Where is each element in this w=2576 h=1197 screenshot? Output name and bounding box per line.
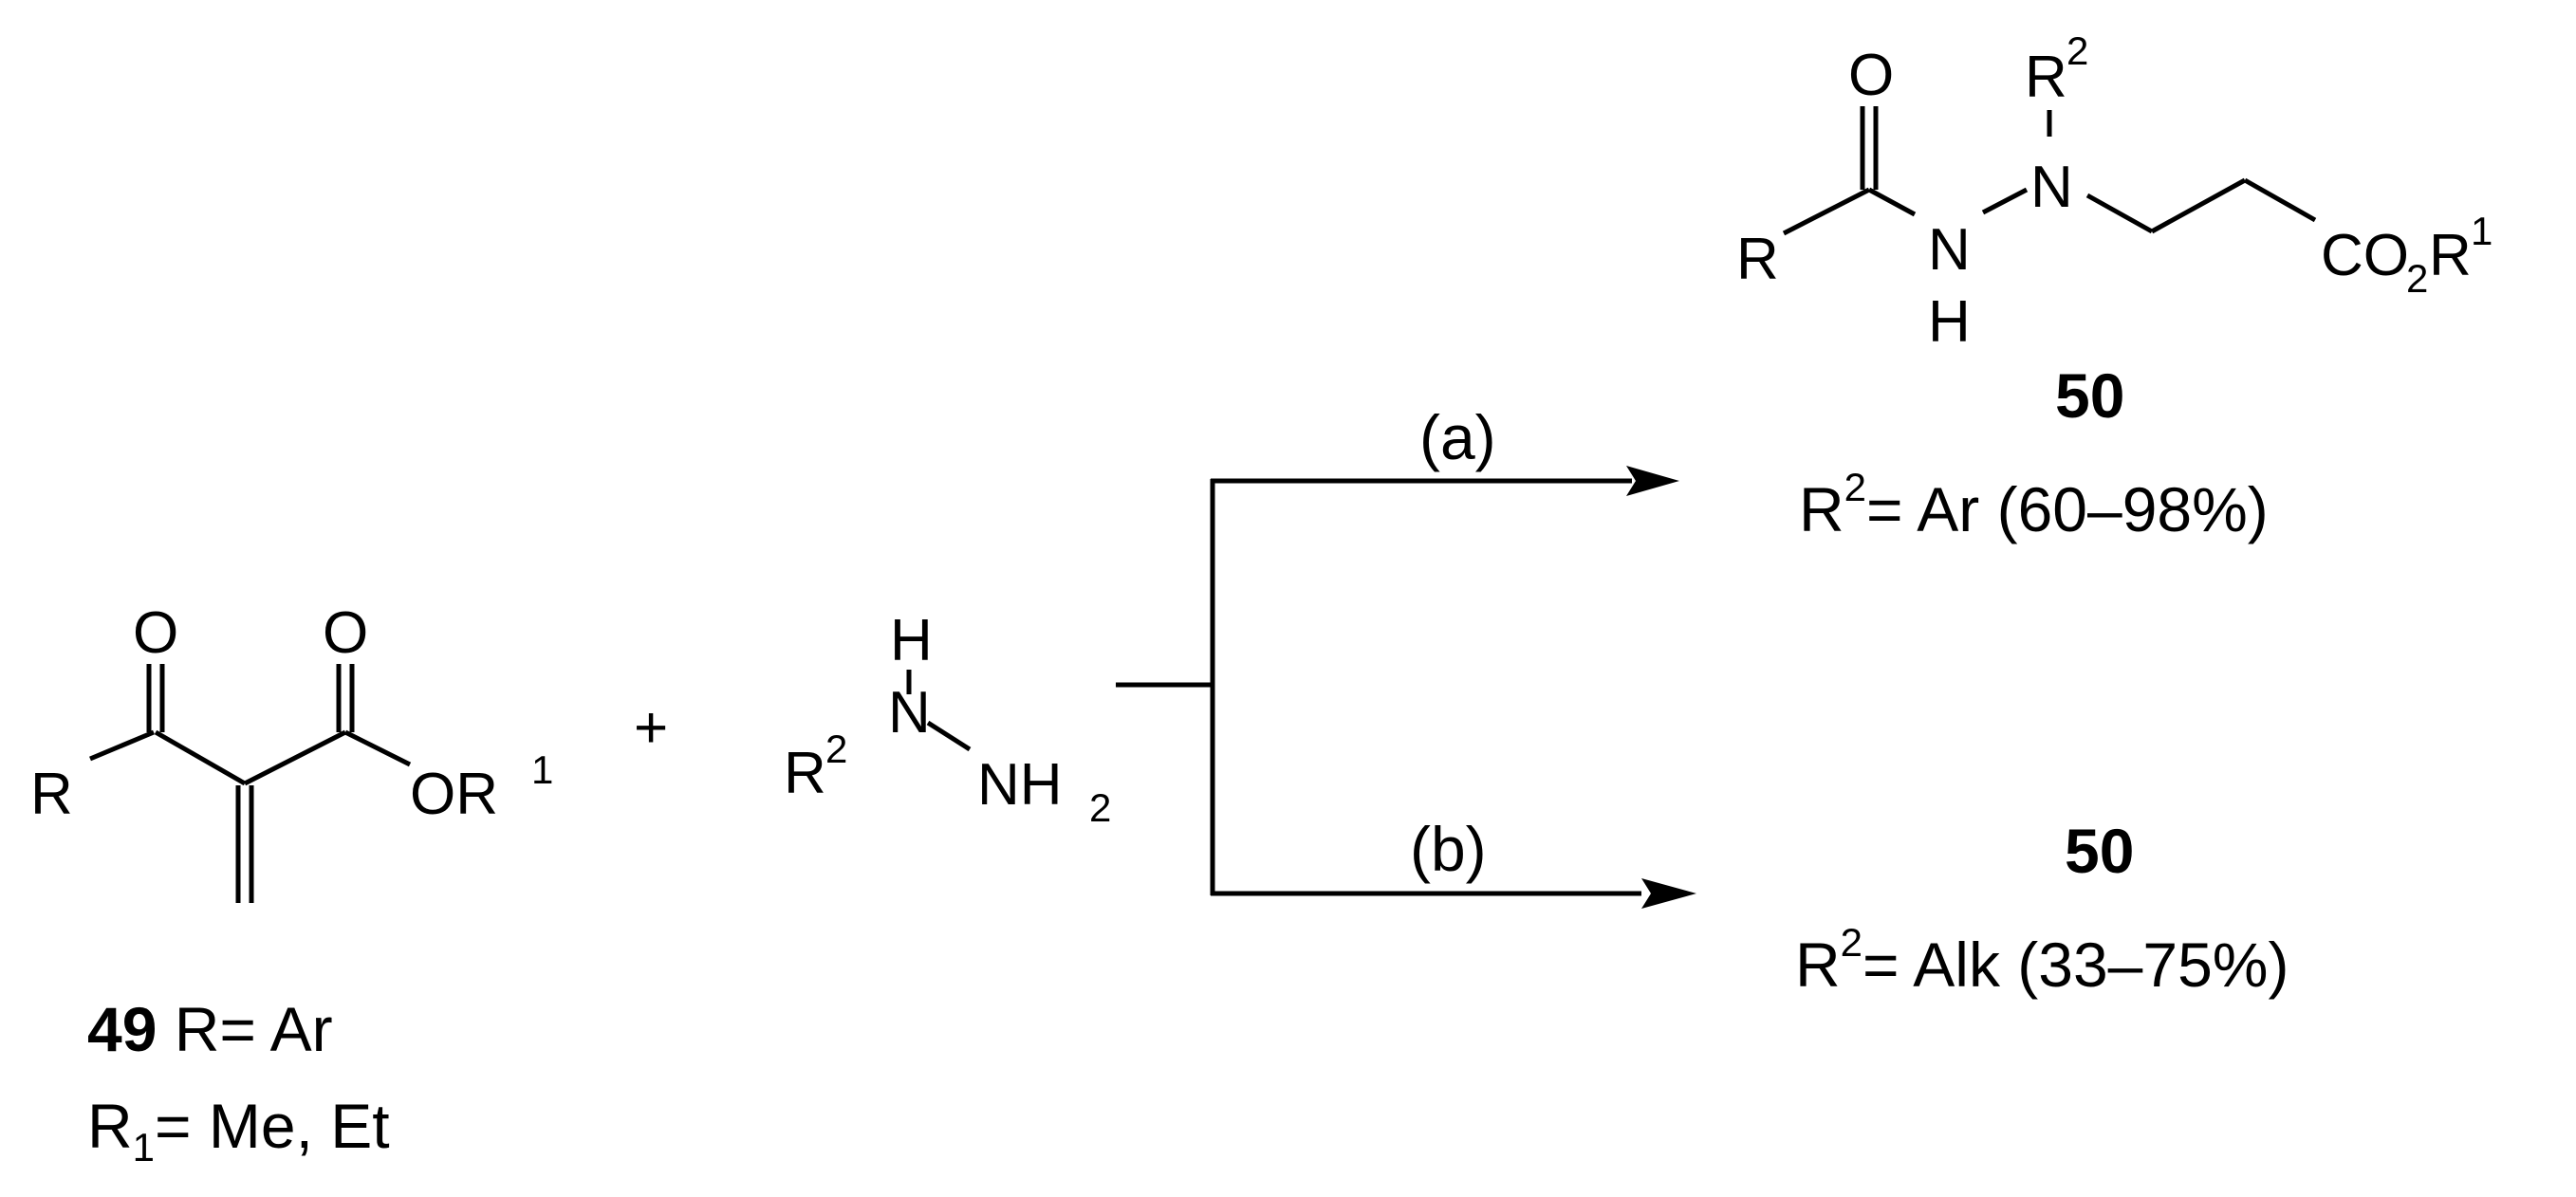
- atom-o: O: [1848, 43, 1894, 108]
- atom-n2: N: [2030, 155, 2073, 220]
- bond-ketone-central: [154, 729, 247, 786]
- svg-text:R2= Alk (33–75%): R2= Alk (33–75%): [1795, 920, 2289, 1000]
- yield-a-r: R: [1799, 474, 1844, 544]
- bond-ester-o: [343, 729, 412, 767]
- label-r1-sub: 1: [133, 1125, 155, 1169]
- product-50-structure: O R 2 N N H R CO 2 R 1: [1736, 28, 2493, 355]
- sup-r1: 1: [2471, 209, 2493, 253]
- bond-ch2-ester: [2243, 177, 2317, 223]
- yield-a-sup: 2: [1844, 465, 1866, 509]
- atom-r: R: [30, 762, 73, 827]
- svg-text:R2= Ar (60–98%): R2= Ar (60–98%): [1799, 465, 2269, 544]
- yield-a-text: = Ar (60–98%): [1866, 474, 2269, 544]
- svg-text:49 R= Ar: 49 R= Ar: [87, 994, 333, 1064]
- atom-r: R: [1736, 227, 1779, 292]
- product-50-top-label: 50 R2= Ar (60–98%): [1799, 360, 2269, 544]
- bond-ch2-ch2: [2150, 177, 2247, 234]
- bond-r-ketone: [89, 729, 155, 762]
- compound-number-49: 49: [87, 994, 157, 1064]
- atom-n1: N: [1928, 217, 1971, 283]
- label-r1-rest: = Me, Et: [155, 1091, 390, 1161]
- label-r1-r: R: [87, 1091, 133, 1161]
- bond-carbonyl-nh: [1867, 187, 1917, 217]
- atom-co: CO: [2321, 223, 2409, 288]
- atom-n1: N: [888, 680, 931, 746]
- condition-b: (b): [1410, 814, 1487, 884]
- atom-or: OR: [410, 762, 498, 827]
- yield-b-text: = Alk (33–75%): [1863, 930, 2289, 1000]
- arrow-a-head: [1626, 466, 1679, 496]
- svg-text:R1= Me, Et: R1= Me, Et: [87, 1091, 390, 1169]
- sub-o2: 2: [2406, 256, 2428, 301]
- arrow-b-head: [1641, 878, 1696, 909]
- atom-r2: R: [784, 741, 826, 806]
- atom-r2: R: [2025, 45, 2067, 110]
- product-50-bottom-label: 50 R2= Alk (33–75%): [1795, 816, 2289, 1000]
- yield-b-sup: 2: [1841, 920, 1863, 965]
- reactant-49-structure: O O R OR 1: [30, 600, 553, 903]
- sup-r1: 1: [531, 747, 553, 792]
- sub-h2: 2: [1089, 785, 1111, 830]
- atom-nh: NH: [977, 752, 1063, 818]
- bond-n-ch2: [2085, 193, 2154, 234]
- bond-n-n: [926, 720, 972, 752]
- compound-number-50-top: 50: [2055, 360, 2124, 431]
- hydrazine-structure: H N R 2 NH 2: [784, 608, 1111, 830]
- sup-r2: 2: [2066, 28, 2088, 73]
- condition-a: (a): [1419, 402, 1496, 472]
- sup-r2: 2: [825, 727, 847, 771]
- atom-o-ester: O: [323, 600, 368, 666]
- bond-central-ester: [243, 729, 347, 786]
- reaction-arrows: (a) (b): [1116, 402, 1696, 909]
- atom-h: H: [1928, 289, 1971, 355]
- reactant-49-label: 49 R= Ar R1= Me, Et: [87, 994, 390, 1169]
- atom-o-ketone: O: [133, 600, 178, 666]
- plus-sign: +: [634, 695, 668, 761]
- label-r-ar: R= Ar: [157, 994, 332, 1064]
- yield-b-r: R: [1795, 930, 1841, 1000]
- bond-nh-n: [1981, 187, 2029, 215]
- compound-number-50-bottom: 50: [2065, 816, 2134, 886]
- bond-r-carbonyl: [1782, 187, 1871, 236]
- atom-r1: R: [2429, 223, 2472, 288]
- atom-h: H: [890, 608, 933, 673]
